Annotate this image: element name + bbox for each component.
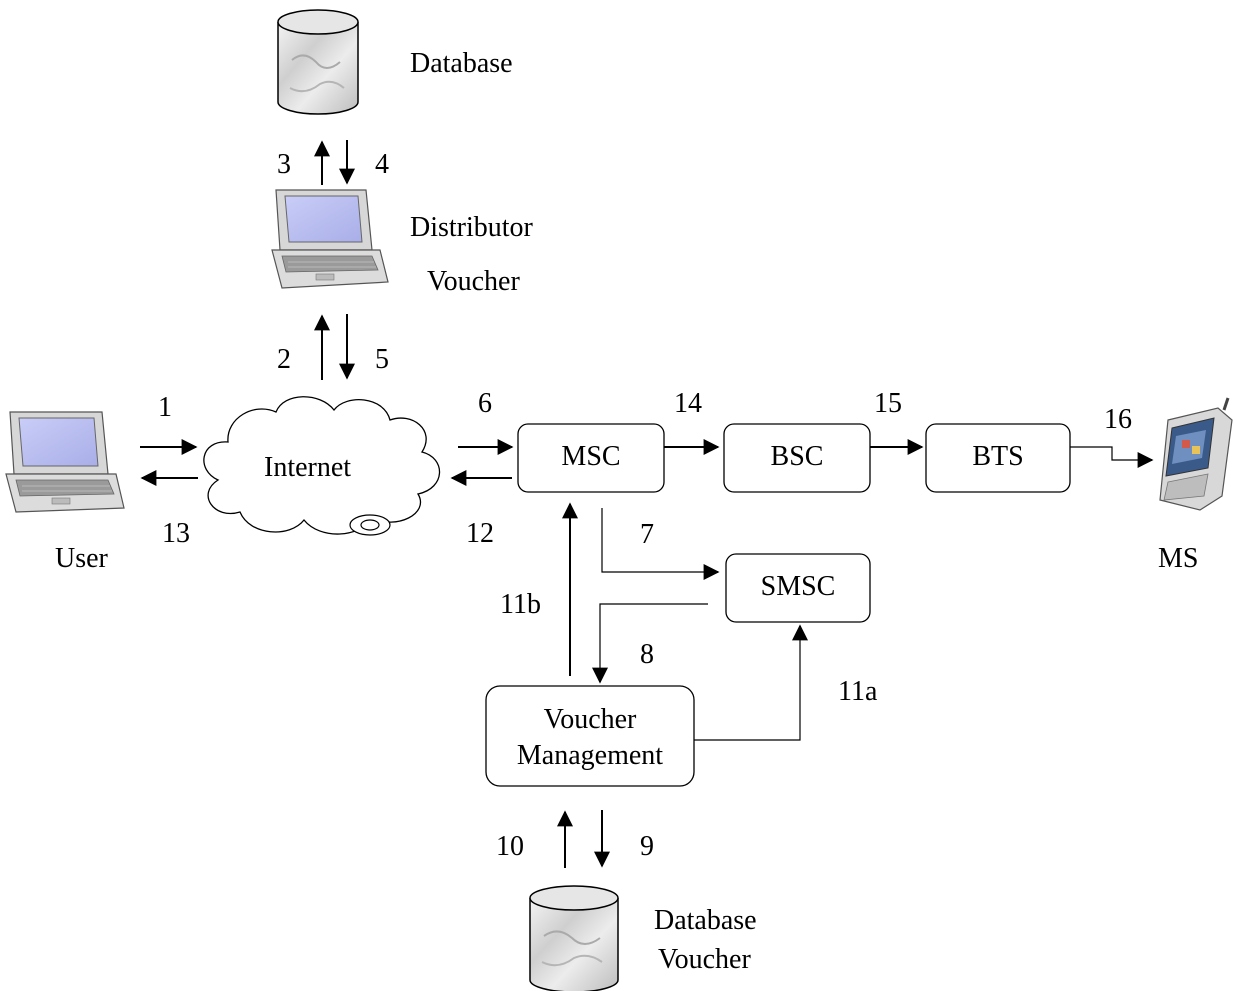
step-label-11b: 11b	[500, 589, 541, 620]
step-label-8: 8	[640, 639, 654, 670]
voucher-management-label-line1: Voucher	[544, 704, 637, 735]
distributor-label-line1: Distributor	[410, 212, 534, 243]
voucher-management-label-line2: Management	[517, 740, 663, 771]
bsc-box	[723, 423, 871, 493]
msc-box	[517, 423, 665, 493]
step-label-14: 14	[674, 388, 702, 419]
database-icon	[277, 9, 359, 115]
step-label-11a: 11a	[838, 676, 878, 707]
user-label: User	[55, 543, 109, 574]
step-label-2: 2	[277, 344, 291, 375]
smsc-label: SMSC	[761, 571, 836, 602]
arrow-7	[601, 508, 716, 573]
step-label-13: 13	[162, 518, 190, 549]
distributor-laptop-icon	[271, 189, 389, 289]
step-label-12: 12	[466, 518, 494, 549]
arrow-8	[599, 603, 708, 676]
arrow-11a	[694, 636, 801, 741]
step-label-1: 1	[158, 392, 172, 423]
database-voucher-icon	[529, 885, 619, 991]
distributor-label-line2: Voucher	[427, 266, 520, 297]
step-label-3: 3	[277, 149, 291, 180]
internet-cloud-icon	[203, 396, 441, 536]
bts-box	[925, 423, 1071, 493]
database-voucher-label-line1: Database	[654, 905, 757, 936]
bsc-label: BSC	[771, 441, 824, 472]
mobile-phone-icon	[1159, 397, 1233, 511]
step-label-9: 9	[640, 831, 654, 862]
arrow-16	[1070, 446, 1150, 461]
user-laptop-icon	[5, 411, 125, 513]
database-voucher-label-line2: Voucher	[658, 944, 751, 975]
step-label-5: 5	[375, 344, 389, 375]
step-label-16: 16	[1104, 404, 1132, 435]
step-label-6: 6	[478, 388, 492, 419]
smsc-box	[725, 553, 871, 623]
database-label: Database	[410, 48, 513, 79]
bts-label: BTS	[972, 441, 1023, 472]
ms-label: MS	[1158, 543, 1198, 574]
step-label-10: 10	[496, 831, 524, 862]
step-label-7: 7	[640, 519, 654, 550]
internet-label: Internet	[264, 452, 351, 483]
msc-label: MSC	[561, 441, 620, 472]
voucher-management-box	[485, 685, 695, 787]
step-label-4: 4	[375, 149, 389, 180]
step-label-15: 15	[874, 388, 902, 419]
